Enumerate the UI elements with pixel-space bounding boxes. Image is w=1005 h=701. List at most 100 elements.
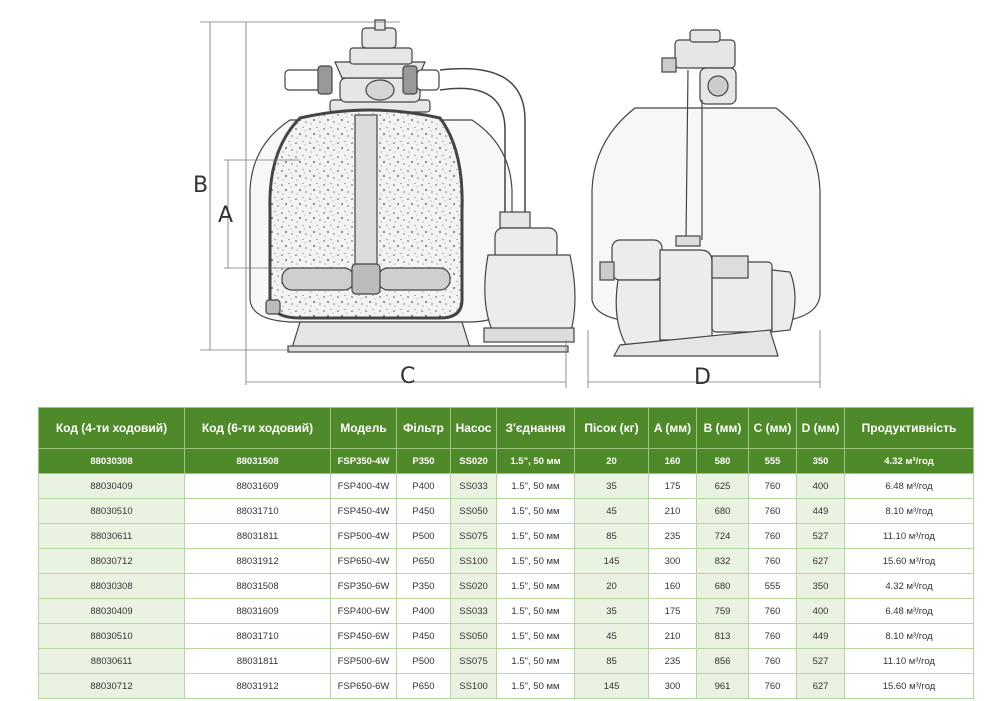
cell-pump: SS050	[450, 498, 497, 524]
header-code-4way: Код (4-ти ходовий)	[38, 407, 185, 449]
cell-code-4way: 88030510	[38, 623, 185, 649]
header-connection: З'єднання	[496, 407, 575, 449]
cell-code-6way: 88031811	[184, 523, 331, 549]
cell-code-6way: 88031912	[184, 548, 331, 574]
cell-c: 760	[748, 648, 797, 674]
dimension-label-a: A	[218, 203, 233, 228]
cell-c: 760	[748, 473, 797, 499]
tank-base	[291, 321, 471, 349]
cell-a: 235	[648, 648, 697, 674]
laterals	[281, 263, 451, 295]
cell-c: 555	[748, 448, 797, 474]
hose	[439, 67, 526, 215]
cell-model: FSP400-6W	[330, 598, 397, 624]
cell-connection: 1.5", 50 мм	[496, 548, 575, 574]
cell-connection: 1.5", 50 мм	[496, 448, 575, 474]
cell-a: 175	[648, 598, 697, 624]
cell-a: 160	[648, 573, 697, 599]
cell-model: FSP650-4W	[330, 548, 397, 574]
dimension-label-c: C	[400, 364, 415, 389]
cell-sand: 45	[574, 623, 649, 649]
header-performance: Продуктивність	[844, 407, 974, 449]
cell-connection: 1.5", 50 мм	[496, 673, 575, 699]
header-sand: Пісок (кг)	[574, 407, 649, 449]
cell-filter: P500	[396, 648, 451, 674]
cell-performance: 11.10 м³/год	[844, 648, 974, 674]
cell-model: FSP500-4W	[330, 523, 397, 549]
cell-performance: 4.32 м³/год	[844, 573, 974, 599]
cell-b: 625	[696, 473, 749, 499]
cell-filter: P450	[396, 623, 451, 649]
cell-a: 160	[648, 448, 697, 474]
cell-code-4way: 88030308	[38, 573, 185, 599]
cell-code-4way: 88030611	[38, 648, 185, 674]
cell-b: 724	[696, 523, 749, 549]
cell-filter: P500	[396, 523, 451, 549]
cell-model: FSP450-6W	[330, 623, 397, 649]
cell-d: 527	[796, 648, 845, 674]
cell-performance: 15.60 м³/год	[844, 673, 974, 699]
filter-diagram: B A C D	[193, 19, 821, 390]
cell-d: 350	[796, 573, 845, 599]
cell-pump: SS020	[450, 448, 497, 474]
cell-a: 210	[648, 498, 697, 524]
header-c: C (мм)	[748, 407, 797, 449]
cell-d: 350	[796, 448, 845, 474]
header-pump: Насос	[450, 407, 497, 449]
cell-pump: SS050	[450, 623, 497, 649]
cell-a: 300	[648, 673, 697, 699]
cell-d: 527	[796, 523, 845, 549]
cell-sand: 20	[574, 573, 649, 599]
header-code-6way: Код (6-ти ходовий)	[184, 407, 331, 449]
cell-sand: 35	[574, 598, 649, 624]
cell-code-4way: 88030510	[38, 498, 185, 524]
cell-model: FSP350-4W	[330, 448, 397, 474]
cell-sand: 85	[574, 523, 649, 549]
cell-filter: P400	[396, 598, 451, 624]
cell-b: 680	[696, 498, 749, 524]
cell-code-4way: 88030712	[38, 548, 185, 574]
cell-performance: 8.10 м³/год	[844, 623, 974, 649]
cell-d: 449	[796, 623, 845, 649]
cell-connection: 1.5", 50 мм	[496, 598, 575, 624]
cell-code-6way: 88031609	[184, 598, 331, 624]
pump	[483, 227, 576, 343]
cell-b: 680	[696, 573, 749, 599]
cell-c: 760	[748, 598, 797, 624]
cell-model: FSP450-4W	[330, 498, 397, 524]
cell-c: 760	[748, 673, 797, 699]
cell-c: 760	[748, 498, 797, 524]
cell-connection: 1.5", 50 мм	[496, 573, 575, 599]
cell-connection: 1.5", 50 мм	[496, 473, 575, 499]
cell-sand: 20	[574, 448, 649, 474]
cell-filter: P400	[396, 473, 451, 499]
cell-code-6way: 88031811	[184, 648, 331, 674]
cell-b: 759	[696, 598, 749, 624]
cell-c: 555	[748, 573, 797, 599]
cell-model: FSP500-6W	[330, 648, 397, 674]
cell-performance: 4.32 м³/год	[844, 448, 974, 474]
cell-pump: SS075	[450, 648, 497, 674]
cell-a: 235	[648, 523, 697, 549]
cell-code-6way: 88031508	[184, 448, 331, 474]
cell-filter: P350	[396, 448, 451, 474]
cell-filter: P650	[396, 673, 451, 699]
cell-model: FSP400-4W	[330, 473, 397, 499]
cell-pump: SS020	[450, 573, 497, 599]
cell-pump: SS033	[450, 473, 497, 499]
cell-d: 400	[796, 598, 845, 624]
cell-performance: 11.10 м³/год	[844, 523, 974, 549]
dimension-label-b: B	[193, 173, 208, 198]
cell-model: FSP650-6W	[330, 673, 397, 699]
cell-filter: P350	[396, 573, 451, 599]
side-view	[591, 29, 821, 357]
cell-b: 580	[696, 448, 749, 474]
cell-d: 627	[796, 673, 845, 699]
spec-table: Код (4-ти ходовий) Код (6-ти ходовий) Мо…	[38, 407, 974, 699]
cell-connection: 1.5", 50 мм	[496, 498, 575, 524]
cell-code-4way: 88030712	[38, 673, 185, 699]
header-filter: Фільтр	[396, 407, 451, 449]
